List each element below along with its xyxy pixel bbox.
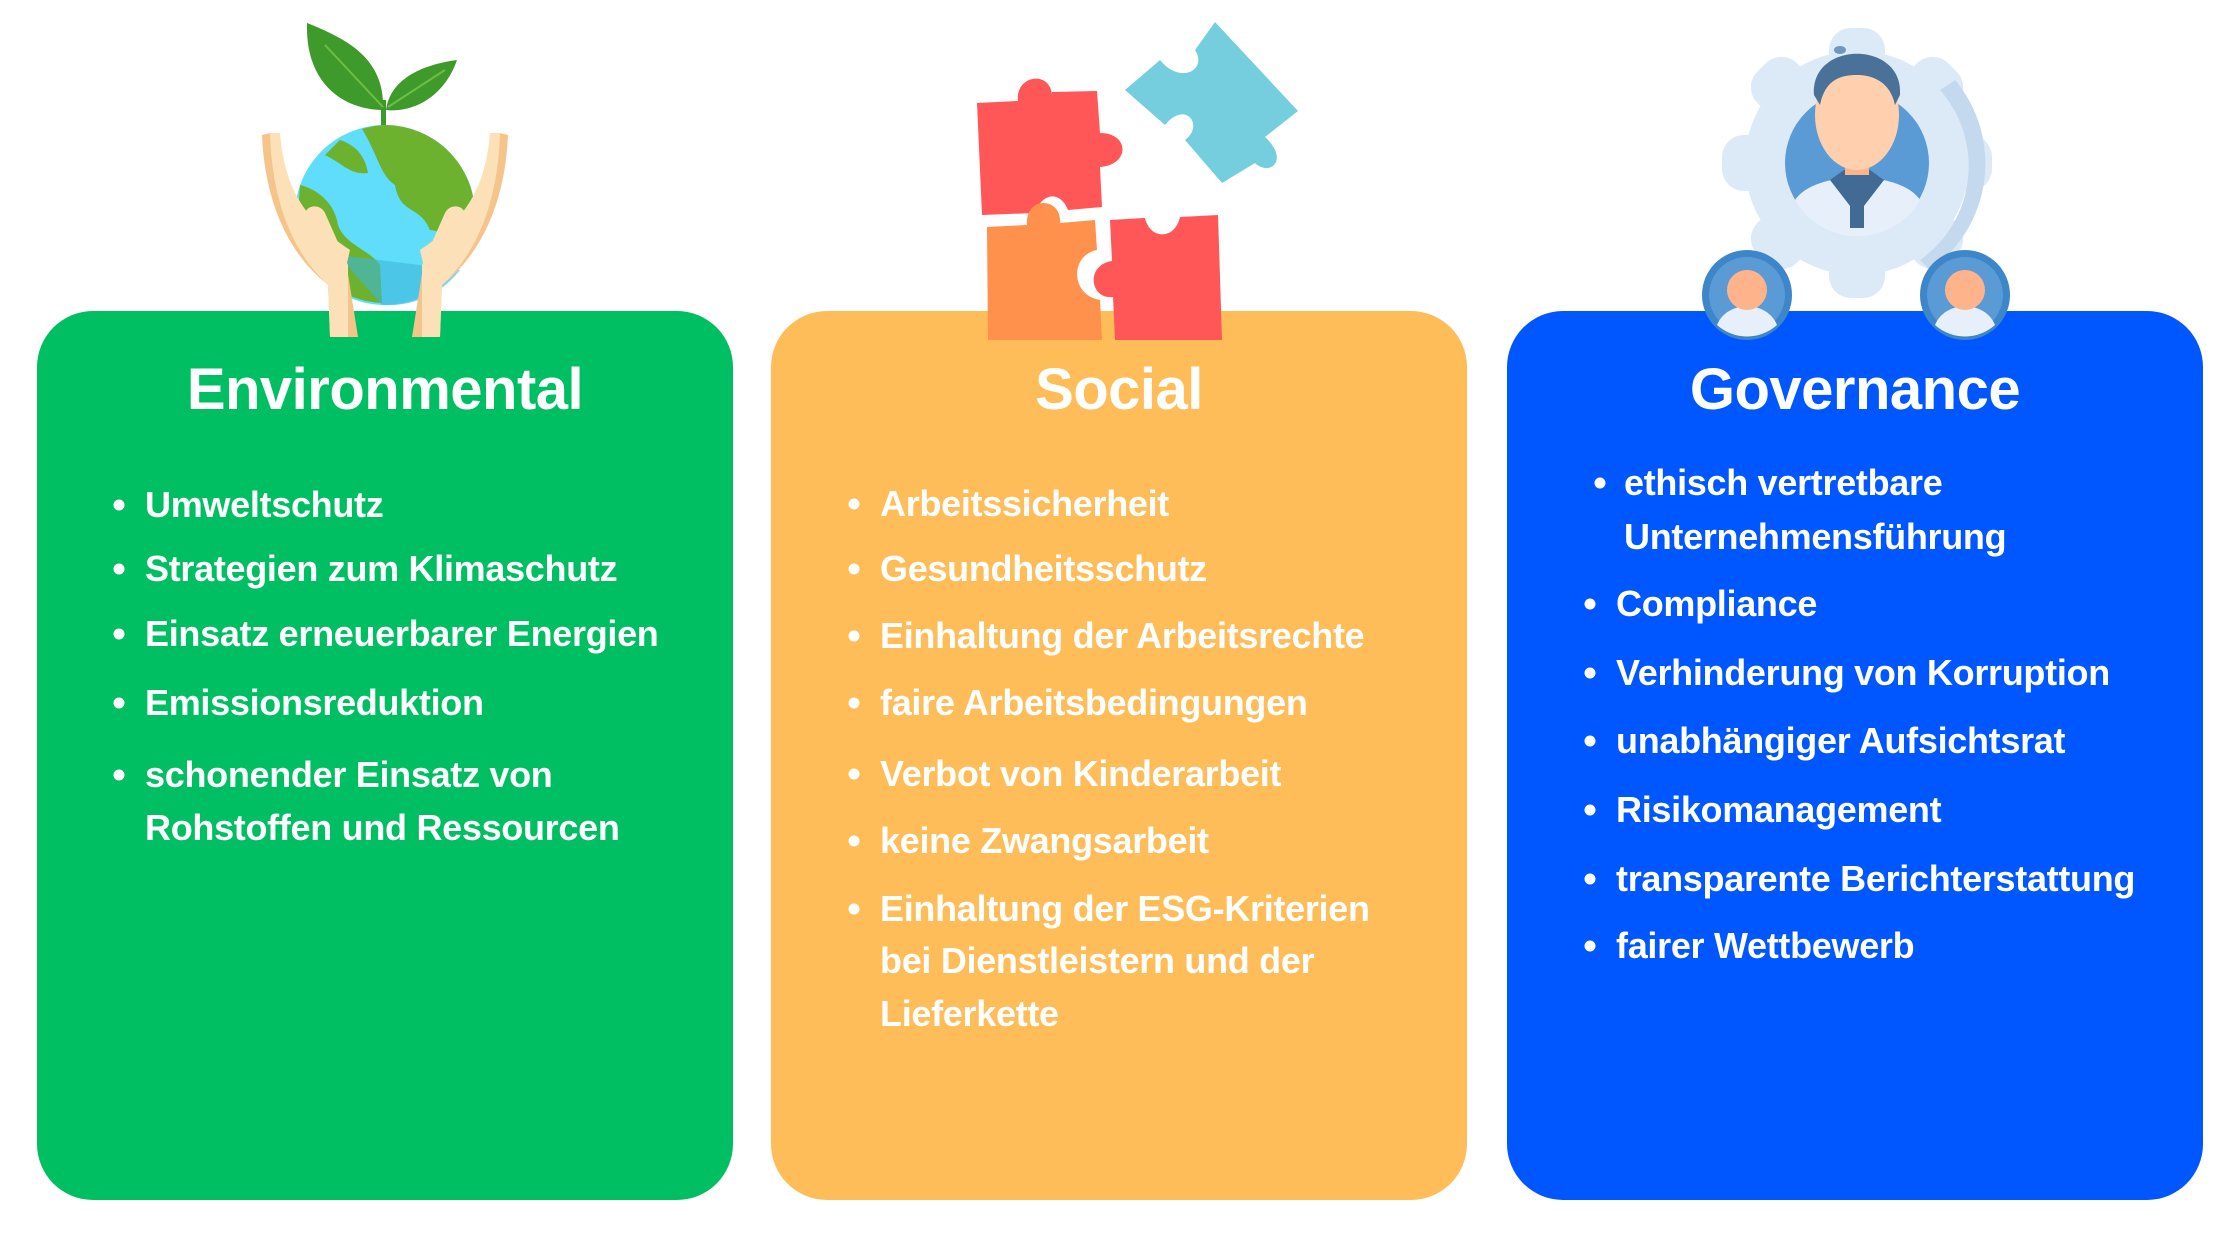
environmental-item: Emissionsreduktion xyxy=(145,682,484,723)
environmental-item: Umweltschutz xyxy=(145,484,384,525)
environmental-card xyxy=(37,311,733,1200)
bullet-icon xyxy=(1584,804,1596,816)
bullet-icon xyxy=(1584,940,1596,952)
manager-gear-team-icon xyxy=(1702,28,2010,340)
governance-card xyxy=(1507,311,2203,1200)
bullet-icon xyxy=(848,903,860,915)
social-item: Verbot von Kinderarbeit xyxy=(880,753,1282,794)
environmental-item: Strategien zum Klimaschutz xyxy=(145,548,618,589)
bullet-icon xyxy=(1584,735,1596,747)
bullet-icon xyxy=(1594,477,1606,489)
governance-item-continuation: Unternehmensführung xyxy=(1624,516,2007,557)
bullet-icon xyxy=(848,498,860,510)
bullet-icon xyxy=(113,628,125,640)
governance-item: unabhängiger Aufsichtsrat xyxy=(1616,720,2066,761)
environmental-title: Environmental xyxy=(186,357,584,422)
bullet-icon xyxy=(848,835,860,847)
bullet-icon xyxy=(113,697,125,709)
social-item-continuation: Lieferkette xyxy=(880,993,1059,1034)
bullet-icon xyxy=(1584,667,1596,679)
puzzle-pieces-icon xyxy=(977,22,1298,340)
environmental-item-continuation: Rohstoffen und Ressourcen xyxy=(145,807,620,848)
environmental-item: Einsatz erneuerbarer Energien xyxy=(145,613,659,654)
social-item: keine Zwangsarbeit xyxy=(880,820,1209,861)
social-item: Gesundheitsschutz xyxy=(880,548,1207,589)
social-item: Einhaltung der ESG-Kriterien xyxy=(880,888,1370,929)
governance-item: Compliance xyxy=(1616,583,1818,624)
bullet-icon xyxy=(848,630,860,642)
globe-in-hands-with-sprout-icon xyxy=(262,23,508,337)
bullet-icon xyxy=(848,563,860,575)
bullet-icon xyxy=(848,768,860,780)
bullet-icon xyxy=(113,499,125,511)
social-item: Arbeitssicherheit xyxy=(880,483,1169,524)
environmental-item: schonender Einsatz von xyxy=(145,754,553,795)
governance-title: Governance xyxy=(1689,357,2021,422)
governance-item: Risikomanagement xyxy=(1616,789,1942,830)
social-item: faire Arbeitsbedingungen xyxy=(880,682,1308,723)
social-title: Social xyxy=(1035,357,1203,422)
social-item-continuation: bei Dienstleistern und der xyxy=(880,940,1315,981)
bullet-icon xyxy=(1584,873,1596,885)
bullet-icon xyxy=(848,697,860,709)
social-item: Einhaltung der Arbeitsrechte xyxy=(880,615,1365,656)
bullet-icon xyxy=(1584,598,1596,610)
bullet-icon xyxy=(113,769,125,781)
governance-item: Verhinderung von Korruption xyxy=(1616,652,2110,693)
bullet-icon xyxy=(113,563,125,575)
governance-item: ethisch vertretbare xyxy=(1624,462,1943,503)
governance-item: fairer Wettbewerb xyxy=(1616,925,1915,966)
governance-item: transparente Berichterstattung xyxy=(1616,858,2136,899)
social-card xyxy=(771,311,1467,1200)
